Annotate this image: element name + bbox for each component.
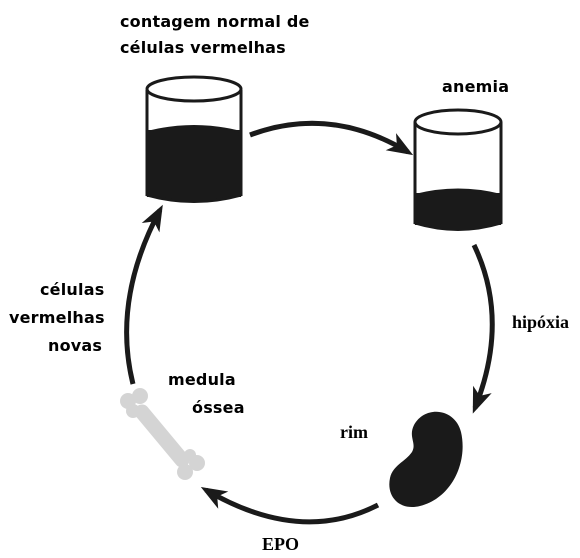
label-new-cells-line3: novas	[48, 336, 103, 355]
beaker-anemia-icon	[413, 108, 503, 231]
arrow-kidney-to-marrow	[200, 486, 380, 525]
beaker-normal-icon	[145, 75, 243, 203]
label-marrow-line2: óssea	[192, 398, 245, 417]
label-epo: EPO	[262, 534, 300, 554]
arrow-marrow-to-normal	[124, 204, 163, 385]
label-normal-count-line2: células vermelhas	[120, 38, 286, 57]
arrow-normal-to-anemia	[249, 120, 414, 156]
label-kidney: rim	[340, 422, 368, 442]
label-marrow-line1: medula	[168, 370, 236, 389]
label-hypoxia: hipóxia	[512, 312, 570, 332]
kidney-icon	[389, 411, 463, 508]
label-anemia: anemia	[442, 77, 510, 96]
label-normal-count-line1: contagem normal de	[120, 12, 310, 31]
bone-icon	[120, 388, 205, 480]
arrow-anemia-to-kidney	[471, 243, 495, 414]
label-new-cells-line1: células	[40, 280, 105, 299]
label-new-cells-line2: vermelhas	[9, 308, 105, 327]
